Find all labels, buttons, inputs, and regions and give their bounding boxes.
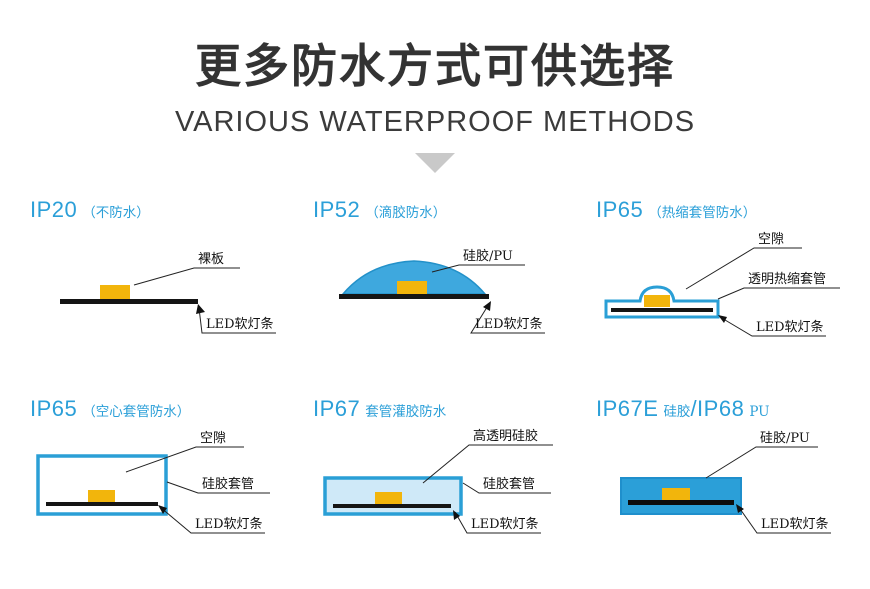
diagram-ip65-heatshrink: 空隙 透明热缩套管 LED软灯条 [604, 232, 840, 337]
led-chip [375, 492, 402, 504]
panel-ip52-header: IP52 （滴胶防水） [313, 197, 563, 223]
diagram-ip52: 硅胶/PU LED软灯条 [339, 248, 545, 334]
leader-lines [422, 444, 553, 534]
arrowhead [158, 505, 167, 514]
led-strip-bar [628, 500, 734, 505]
label-heat-shrink-tube: 透明热缩套管 [748, 271, 826, 287]
ip-description: （不防水） [82, 205, 150, 221]
label-led-strip: LED软灯条 [471, 516, 539, 532]
ip-rating-2: /IP68 [690, 396, 745, 421]
page-title: 更多防水方式可供选择 [195, 40, 675, 92]
ip-description: 硅胶 [663, 404, 691, 420]
panel-ip65-hollow-sleeve: IP65 （空心套管防水） 空隙 硅胶套管 LED软灯条 [30, 396, 280, 566]
panel-ip20-header: IP20 （不防水） [30, 197, 280, 223]
ip-rating: IP67 [313, 396, 361, 421]
label-air-gap: 空隙 [758, 232, 784, 247]
ip-rating: IP20 [30, 197, 78, 222]
led-chip [397, 281, 427, 294]
diagram-ip65-hollow-sleeve: 空隙 硅胶套管 LED软灯条 [36, 431, 270, 534]
panel-ip65-heatshrink: IP65 （热缩套管防水） 空隙 透明热缩套管 LED软灯条 [596, 197, 846, 367]
led-chip [644, 295, 670, 307]
panel-ip65-hollow-sleeve-header: IP65 （空心套管防水） [30, 396, 280, 422]
leader-lines [685, 247, 840, 337]
ip-description: （空心套管防水） [82, 404, 191, 420]
diagram-ip67e-ip68: 硅胶/PU LED软灯条 [620, 430, 831, 534]
label-led-strip: LED软灯条 [195, 516, 263, 532]
label-silicone-sleeve: 硅胶套管 [202, 476, 254, 492]
ip-rating: IP67E [596, 396, 659, 421]
ip-description-2: PU [749, 404, 770, 420]
panel-ip67e-ip68-header: IP67E 硅胶 /IP68 PU [596, 396, 846, 422]
arrowhead [736, 504, 744, 513]
led-strip-bar [339, 294, 489, 299]
ip-rating: IP65 [30, 396, 78, 421]
down-triangle [415, 153, 455, 173]
panel-ip67e-ip68: IP67E 硅胶 /IP68 PU 硅胶/PU LED软灯条 [596, 396, 846, 566]
arrowhead [196, 304, 205, 314]
panel-ip67-header: IP67 套管灌胶防水 [313, 396, 563, 422]
chevron-down-icon [415, 153, 455, 173]
led-chip [662, 488, 690, 500]
label-clear-silicone: 高透明硅胶 [473, 428, 538, 444]
label-led-strip: LED软灯条 [475, 316, 543, 332]
leader-lines [705, 446, 831, 534]
panels-grid: IP20 （不防水） 裸板 LED软灯条 IP52 （滴胶防水 [0, 197, 870, 566]
label-led-strip: LED软灯条 [756, 319, 824, 335]
diagram-ip67: 高透明硅胶 硅胶套管 LED软灯条 [323, 428, 553, 534]
leader-lines [431, 264, 545, 334]
ip-description: （热缩套管防水） [648, 205, 757, 221]
diagram-ip20: 裸板 LED软灯条 [60, 252, 276, 334]
arrowhead [718, 315, 727, 323]
ip-rating: IP65 [596, 197, 644, 222]
ip-description: 套管灌胶防水 [365, 404, 447, 420]
arrowhead [453, 510, 460, 520]
leader-lines [125, 446, 270, 534]
led-strip-bar [60, 299, 198, 304]
led-chip [88, 490, 115, 502]
label-bare-board: 裸板 [198, 252, 224, 267]
arrowhead [483, 301, 491, 311]
led-chip [100, 285, 130, 299]
label-silicone-pu: 硅胶/PU [463, 248, 513, 264]
label-silicone-pu: 硅胶/PU [760, 430, 810, 446]
glue-dome [341, 260, 487, 295]
panel-ip20: IP20 （不防水） 裸板 LED软灯条 [30, 197, 280, 367]
label-air-gap: 空隙 [200, 431, 226, 446]
panel-ip65-heatshrink-header: IP65 （热缩套管防水） [596, 197, 846, 223]
page-subtitle: VARIOUS WATERPROOF METHODS [174, 106, 696, 138]
led-strip-bar [611, 308, 713, 312]
led-strip-bar [46, 502, 158, 506]
led-strip-bar [333, 504, 451, 508]
panel-ip67: IP67 套管灌胶防水 高透明硅胶 硅胶套管 LED软灯条 [313, 396, 563, 566]
label-led-strip: LED软灯条 [761, 516, 829, 532]
panel-ip52: IP52 （滴胶防水） 硅胶/PU LED软灯条 [313, 197, 563, 367]
label-silicone-sleeve: 硅胶套管 [483, 476, 535, 492]
ip-description: （滴胶防水） [365, 205, 447, 221]
label-led-strip: LED软灯条 [206, 316, 274, 332]
leader-lines [133, 267, 276, 334]
ip-rating: IP52 [313, 197, 361, 222]
